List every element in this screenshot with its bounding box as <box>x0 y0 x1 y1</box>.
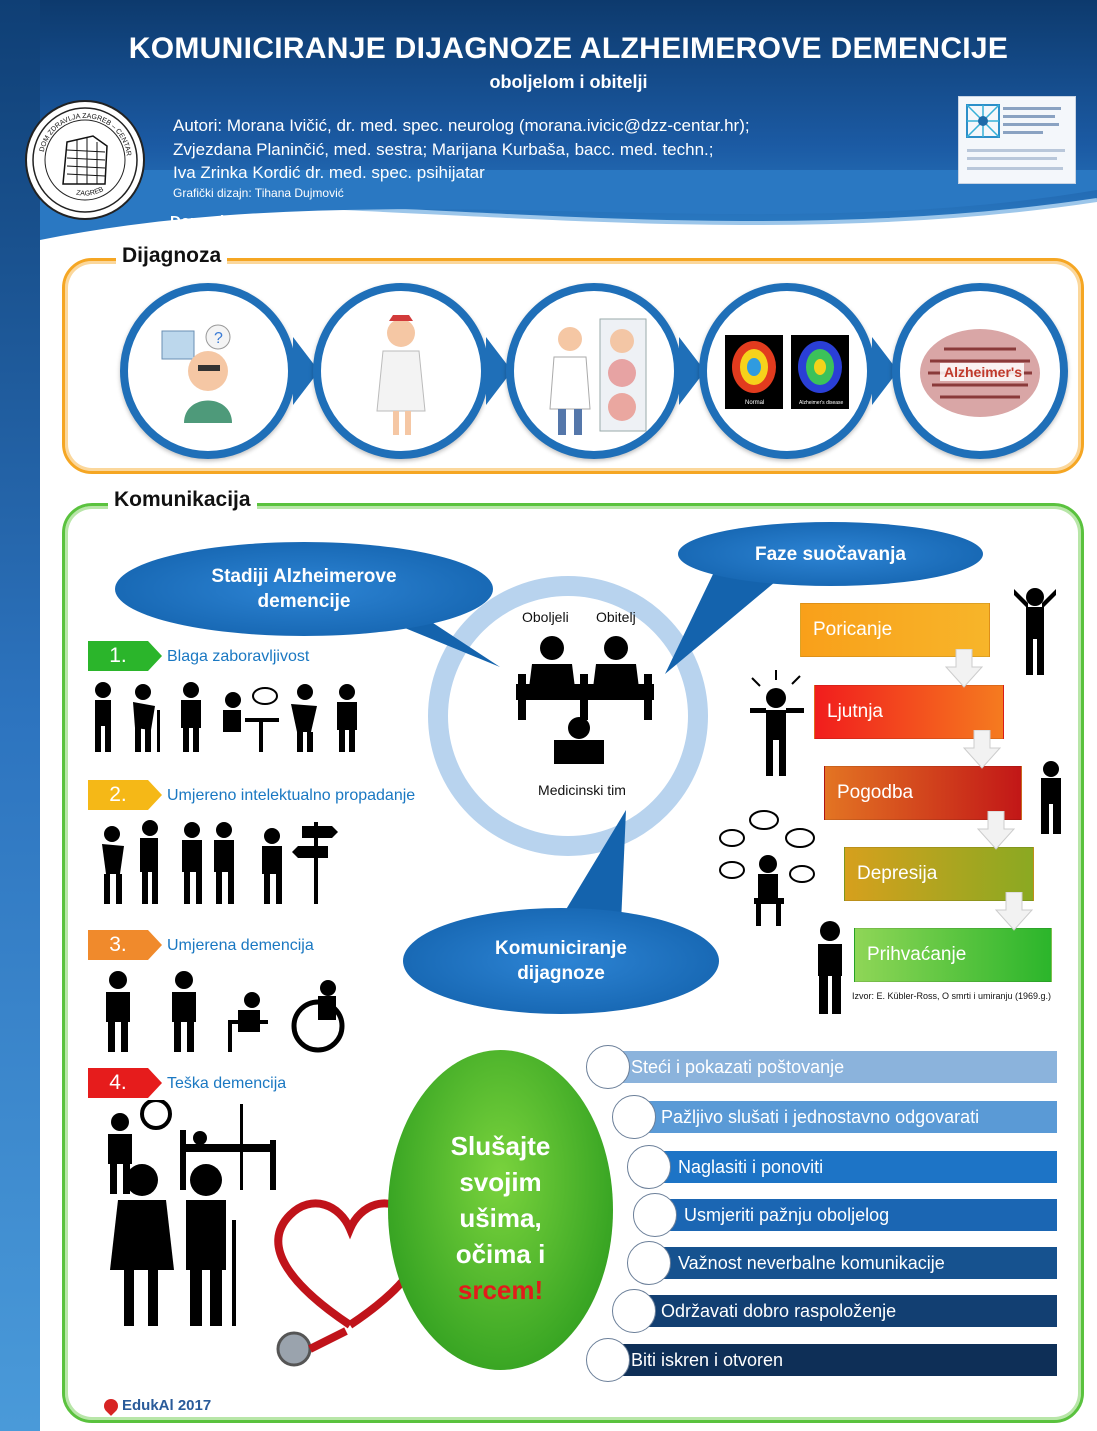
diagnosis-section-frame <box>62 258 1084 474</box>
slogan-highlight: srcem! <box>457 1275 544 1305</box>
slogan-line-3: ušima, <box>459 1203 542 1233</box>
tip-3: Naglasiti i ponoviti <box>658 1151 1057 1183</box>
slogan-line-4: očima i <box>455 1239 546 1269</box>
svg-text:Alzheimer's: Alzheimer's <box>944 364 1022 380</box>
stage-2-badge: 2. <box>88 780 148 810</box>
author-line-3: Iva Zrinka Kordić dr. med. spec. psihija… <box>173 163 485 182</box>
phases-source-citation: Izvor: E. Kübler-Ross, O smrti i umiranj… <box>852 991 1052 1001</box>
svg-text:ZAGREB: ZAGREB <box>76 186 106 198</box>
communication-section-frame <box>62 503 1084 1423</box>
denial-figure-icon <box>1014 588 1056 675</box>
tip-6-bullet <box>612 1289 656 1333</box>
phase-acceptance: Prihvaćanje <box>854 928 1052 982</box>
tip-7: Biti iskren i otvoren <box>617 1344 1057 1376</box>
left-accent-bar <box>0 0 40 1431</box>
label-medical-team: Medicinski tim <box>538 782 626 798</box>
seated-people-icon <box>516 636 654 720</box>
tip-1-bullet <box>586 1045 630 1089</box>
depression-thoughts-icon <box>719 810 815 926</box>
tip-3-bullet <box>627 1145 671 1189</box>
doctor-anatomy-icon <box>549 318 647 435</box>
step-nurse <box>313 283 489 459</box>
tip-7-bullet <box>586 1338 630 1382</box>
svg-text:?: ? <box>214 330 223 347</box>
tip-4: Usmjeriti pažnju oboljelog <box>664 1199 1057 1231</box>
nurse-icon <box>376 315 426 435</box>
diagnosis-section-title: Dijagnoza <box>116 244 228 268</box>
author-line-2: Zvjezdana Planinčić, med. sestra; Marija… <box>173 140 714 159</box>
stage-2-badge-tip <box>148 780 162 810</box>
pet-scan-icon: Normal Alzheimer's disease <box>725 335 849 409</box>
svg-text:Normal: Normal <box>745 400 764 406</box>
poster-title: KOMUNICIRANJE DIJAGNOZE ALZHEIMEROVE DEM… <box>128 32 1009 65</box>
slogan-line-2: svojim <box>459 1167 542 1197</box>
tip-5-bullet <box>627 1241 671 1285</box>
eu-partnership-logo <box>958 96 1076 184</box>
stage-1-label: Blaga zaboravljivost <box>167 648 310 665</box>
medical-team-icon <box>554 717 604 764</box>
label-patient: Oboljeli <box>522 609 569 625</box>
phase-depression: Depresija <box>844 847 1034 901</box>
institution-name: Dom zdravlja Zagreb Centar <box>170 213 370 230</box>
stage-3-figures-icon <box>106 971 345 1053</box>
location-pin-icon <box>101 1395 121 1416</box>
stage-2-label: Umjereno intelektualno propadanje <box>167 787 416 804</box>
tip-6: Održavati dobro raspoloženje <box>643 1295 1057 1327</box>
step-doctor-anatomy <box>506 283 682 459</box>
stage-1-badge: 1. <box>88 641 148 671</box>
acceptance-figure-icon <box>818 921 842 1014</box>
bargaining-figure-icon <box>1041 761 1061 834</box>
tip-4-bullet <box>633 1193 677 1237</box>
step-confused-elderly: ? <box>120 283 296 459</box>
stage-2-figures-icon <box>102 820 338 904</box>
network-icon <box>966 104 1000 138</box>
bubble-communicating: Komuniciranje dijagnoze <box>403 908 719 1014</box>
bubble-stages: Stadiji Alzheimerove demencije <box>115 542 493 636</box>
tip-1: Steći i pokazati poštovanje <box>617 1051 1057 1083</box>
bubble-coping: Faze suočavanja <box>678 522 983 586</box>
slogan-oval <box>388 1050 613 1370</box>
coping-bubble-tail <box>665 570 775 674</box>
design-credit: Grafički dizajn: Tihana Dujmović <box>173 186 344 200</box>
header-lower-band <box>40 170 1097 240</box>
svg-text:Alzheimer's disease: Alzheimer's disease <box>799 400 844 406</box>
stage-1-figures-icon <box>95 682 357 752</box>
communication-section-title: Komunikacija <box>108 488 257 512</box>
institution-seal-logo: DOM ZDRAVLJA ZAGREB – CENTAR ZAGREB <box>25 100 145 220</box>
anger-figure-icon <box>750 670 804 776</box>
brain-wordcloud-icon: Alzheimer's <box>920 329 1040 417</box>
phase-arrow-3 <box>976 811 1016 850</box>
stage-4-badge-tip <box>148 1068 162 1098</box>
stage-3-label: Umjerena demencija <box>167 937 314 954</box>
tip-2: Pažljivo slušati i jednostavno odgovarat… <box>643 1101 1057 1133</box>
stage-4-label: Teška demencija <box>167 1075 287 1092</box>
poster-subtitle: oboljelom i obitelji <box>489 72 648 92</box>
stage-4-badge: 4. <box>88 1068 148 1098</box>
stage-3-badge-tip <box>148 930 162 960</box>
edukal-logo-text: EdukAl 2017 <box>122 1397 212 1414</box>
phase-arrow-4 <box>994 892 1034 931</box>
slogan-line-1: Slušajte <box>450 1131 551 1161</box>
seal-graphic: DOM ZDRAVLJA ZAGREB – CENTAR ZAGREB <box>32 107 138 213</box>
phase-bargaining: Pogodba <box>824 766 1022 820</box>
phase-arrow-1 <box>944 649 984 688</box>
tip-2-bullet <box>612 1095 656 1139</box>
confused-elderly-icon: ? <box>161 324 232 423</box>
stage-3-badge: 3. <box>88 930 148 960</box>
phase-arrow-2 <box>962 730 1002 769</box>
step-alzheimer-wordcloud: Alzheimer's <box>892 283 1068 459</box>
stage-1-badge-tip <box>148 641 162 671</box>
label-family: Obitelj <box>596 609 636 625</box>
phase-denial: Poricanje <box>800 603 990 657</box>
elderly-couple-icon <box>110 1164 236 1326</box>
phase-anger: Ljutnja <box>814 685 1004 739</box>
edukal-logo: EdukAl 2017 <box>101 1395 212 1416</box>
step-brain-scans: Normal Alzheimer's disease <box>699 283 875 459</box>
author-line-1: Autori: Morana Ivičić, dr. med. spec. ne… <box>173 116 750 135</box>
tip-5: Važnost neverbalne komunikacije <box>658 1247 1057 1279</box>
